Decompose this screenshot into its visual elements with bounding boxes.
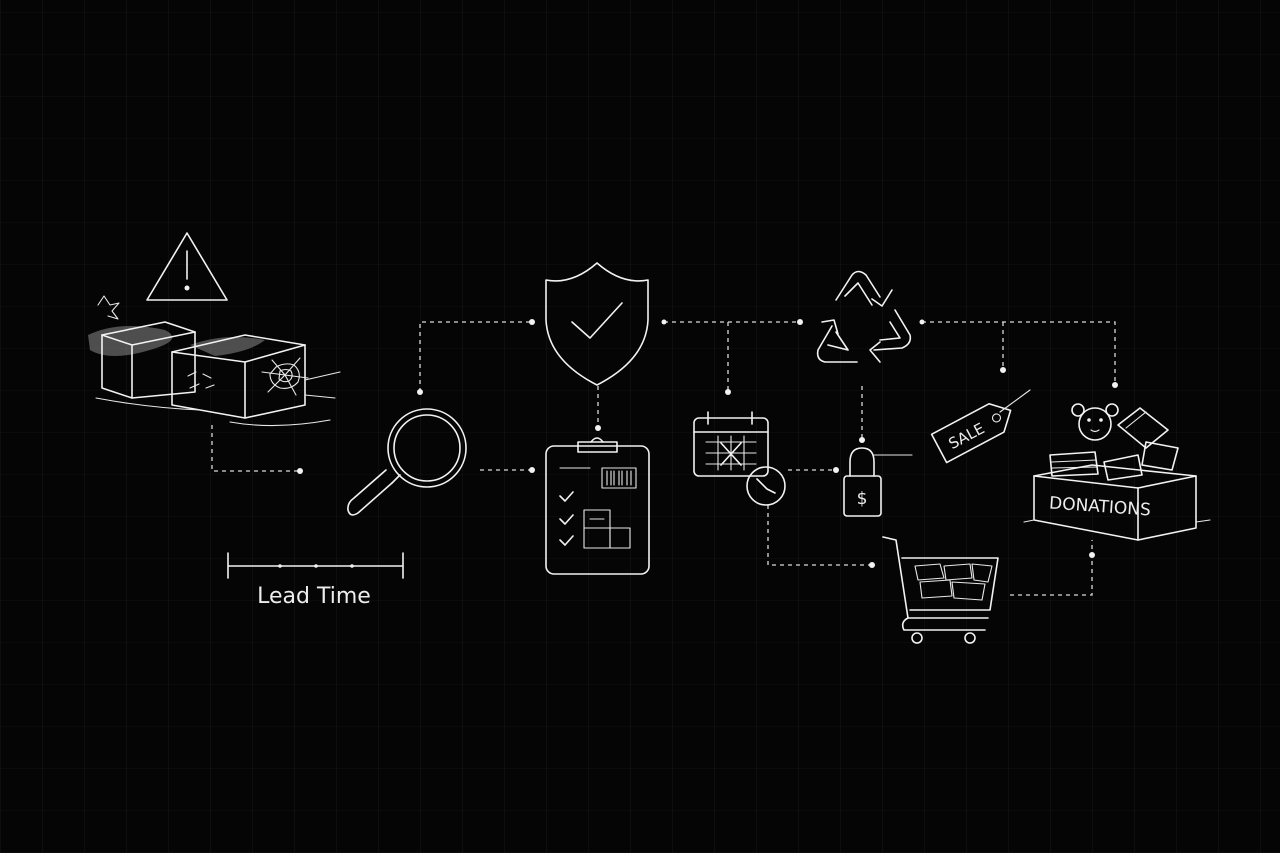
connector-magnifier-to-shield bbox=[419, 321, 532, 392]
lead-time-scale bbox=[227, 552, 404, 579]
connector-cart-to-donations bbox=[1010, 540, 1093, 596]
connector-boxes-to-magnifier bbox=[211, 425, 300, 472]
donation-box-icon bbox=[1023, 403, 1211, 541]
connector-clock-to-cart bbox=[767, 505, 872, 566]
price-lock-symbol: $ bbox=[857, 489, 868, 509]
recycle-icon bbox=[816, 270, 912, 363]
calendar-cancel-icon bbox=[693, 411, 769, 477]
connector-dots bbox=[297, 319, 1118, 568]
damaged-boxes-icon bbox=[88, 295, 341, 427]
price-lock-icon bbox=[843, 447, 913, 517]
magnifier-icon bbox=[347, 408, 467, 516]
donations-label: DONATIONS bbox=[1048, 493, 1151, 520]
shopping-cart-icon bbox=[882, 536, 999, 644]
shield-check-icon bbox=[545, 262, 649, 386]
connectors bbox=[211, 321, 1116, 596]
sale-tag-icon: SALE bbox=[930, 389, 1031, 464]
clock-icon bbox=[746, 466, 786, 506]
lead-time-label: Lead Time bbox=[257, 584, 371, 609]
connector-recycle-to-donations bbox=[922, 321, 1116, 385]
warning-icon bbox=[146, 232, 228, 301]
clipboard-checklist-icon bbox=[545, 437, 650, 575]
